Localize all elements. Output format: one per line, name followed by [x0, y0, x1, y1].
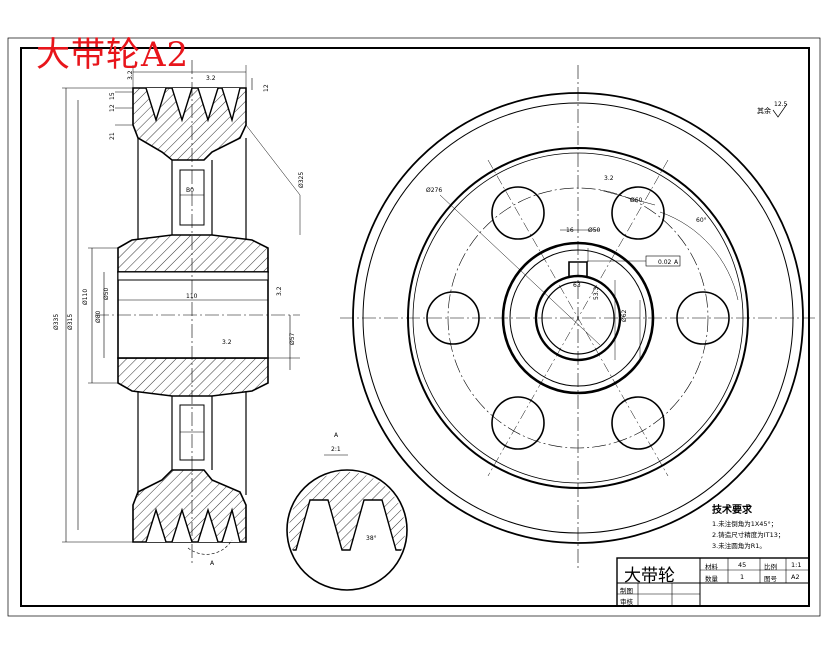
- title-block-material-value: 45: [738, 561, 747, 569]
- tech-requirement-item: 2.铸造尺寸精度为IT13；: [712, 531, 785, 539]
- title-block-drawing-no-label: 图号: [764, 575, 777, 583]
- svg-text:Ø335: Ø335: [53, 314, 60, 330]
- svg-text:12: 12: [109, 104, 116, 112]
- svg-text:其余: 其余: [757, 106, 771, 115]
- end-view: [340, 65, 815, 570]
- lower-rim-section: [132, 469, 247, 543]
- title-block-checked-label: 审核: [620, 598, 633, 606]
- tech-requirement-item: 1.未注倒角为1X45°；: [712, 520, 778, 528]
- title-block-scale-value: 1:1: [791, 561, 802, 569]
- svg-text:Ø110: Ø110: [82, 289, 89, 305]
- hub-section: [117, 234, 269, 273]
- title-block-material-label: 材料: [705, 563, 718, 571]
- section-dimensions: Ø335 Ø315 Ø110 Ø80 Ø50 B0 110 Ø57 3.2 3.…: [53, 70, 305, 567]
- svg-text:60°: 60°: [696, 217, 707, 224]
- svg-text:Ø60: Ø60: [630, 197, 643, 204]
- roughness-symbol: [772, 103, 788, 118]
- svg-text:53.3: 53.3: [593, 286, 600, 300]
- svg-text:38°: 38°: [366, 535, 377, 542]
- svg-text:3.2: 3.2: [127, 70, 134, 80]
- svg-text:Ø80: Ø80: [95, 310, 102, 323]
- svg-text:3.2: 3.2: [276, 286, 283, 296]
- title-block-drawing-no-value: A2: [791, 573, 800, 581]
- upper-grooves: [145, 87, 241, 123]
- title-block-scale-label: 比例: [764, 563, 777, 571]
- svg-text:Ø276: Ø276: [426, 187, 442, 194]
- svg-text:3.2: 3.2: [222, 339, 232, 346]
- svg-text:21: 21: [109, 132, 116, 140]
- svg-text:Ø57: Ø57: [289, 332, 296, 345]
- upper-rim-section: [132, 87, 247, 161]
- detail-view-a: A 2:1 38°: [286, 432, 408, 591]
- outer-frame: [7, 37, 821, 617]
- end-view-dimensions: Ø276 3.2 16 Ø60 Ø50 60° 63 0.02 A 53.3 Ø…: [426, 101, 788, 322]
- svg-text:12: 12: [263, 84, 270, 92]
- drawing-title-overlay: 大带轮A2: [36, 35, 190, 75]
- svg-text:Ø325: Ø325: [298, 172, 305, 188]
- svg-text:63: 63: [573, 282, 581, 289]
- svg-text:16: 16: [566, 227, 574, 234]
- svg-text:A: A: [210, 560, 215, 567]
- lower-grooves: [145, 507, 241, 543]
- svg-text:Ø50: Ø50: [588, 227, 601, 234]
- tech-requirement-item: 3.未注圆角为R1。: [712, 542, 766, 550]
- svg-text:12.5: 12.5: [774, 101, 788, 108]
- title-block-qty-value: 1: [740, 573, 745, 581]
- title-block: [616, 557, 810, 607]
- svg-text:Ø315: Ø315: [67, 314, 74, 330]
- hub-section-lower: [117, 357, 269, 397]
- svg-text:110: 110: [186, 293, 198, 300]
- svg-text:Ø62: Ø62: [621, 309, 628, 322]
- svg-text:0.02: 0.02: [658, 259, 672, 266]
- svg-text:A: A: [334, 432, 339, 439]
- svg-text:2:1: 2:1: [331, 446, 341, 453]
- svg-text:Ø50: Ø50: [103, 287, 110, 300]
- svg-text:3.2: 3.2: [206, 75, 216, 82]
- section-view: [62, 60, 301, 565]
- svg-text:15: 15: [109, 92, 116, 100]
- svg-text:B0: B0: [186, 187, 194, 194]
- title-block-drawn-label: 制图: [620, 587, 633, 595]
- title-block-qty-label: 数量: [705, 575, 718, 583]
- svg-text:3.2: 3.2: [604, 175, 614, 182]
- svg-text:A: A: [674, 259, 679, 266]
- inner-frame: [20, 47, 810, 607]
- tech-requirements-heading: 技术要求: [712, 505, 752, 516]
- technical-requirements: 技术要求 1.未注倒角为1X45°； 2.铸造尺寸精度为IT13； 3.未注圆角…: [712, 501, 784, 552]
- title-block-part-name: 大带轮: [624, 566, 675, 586]
